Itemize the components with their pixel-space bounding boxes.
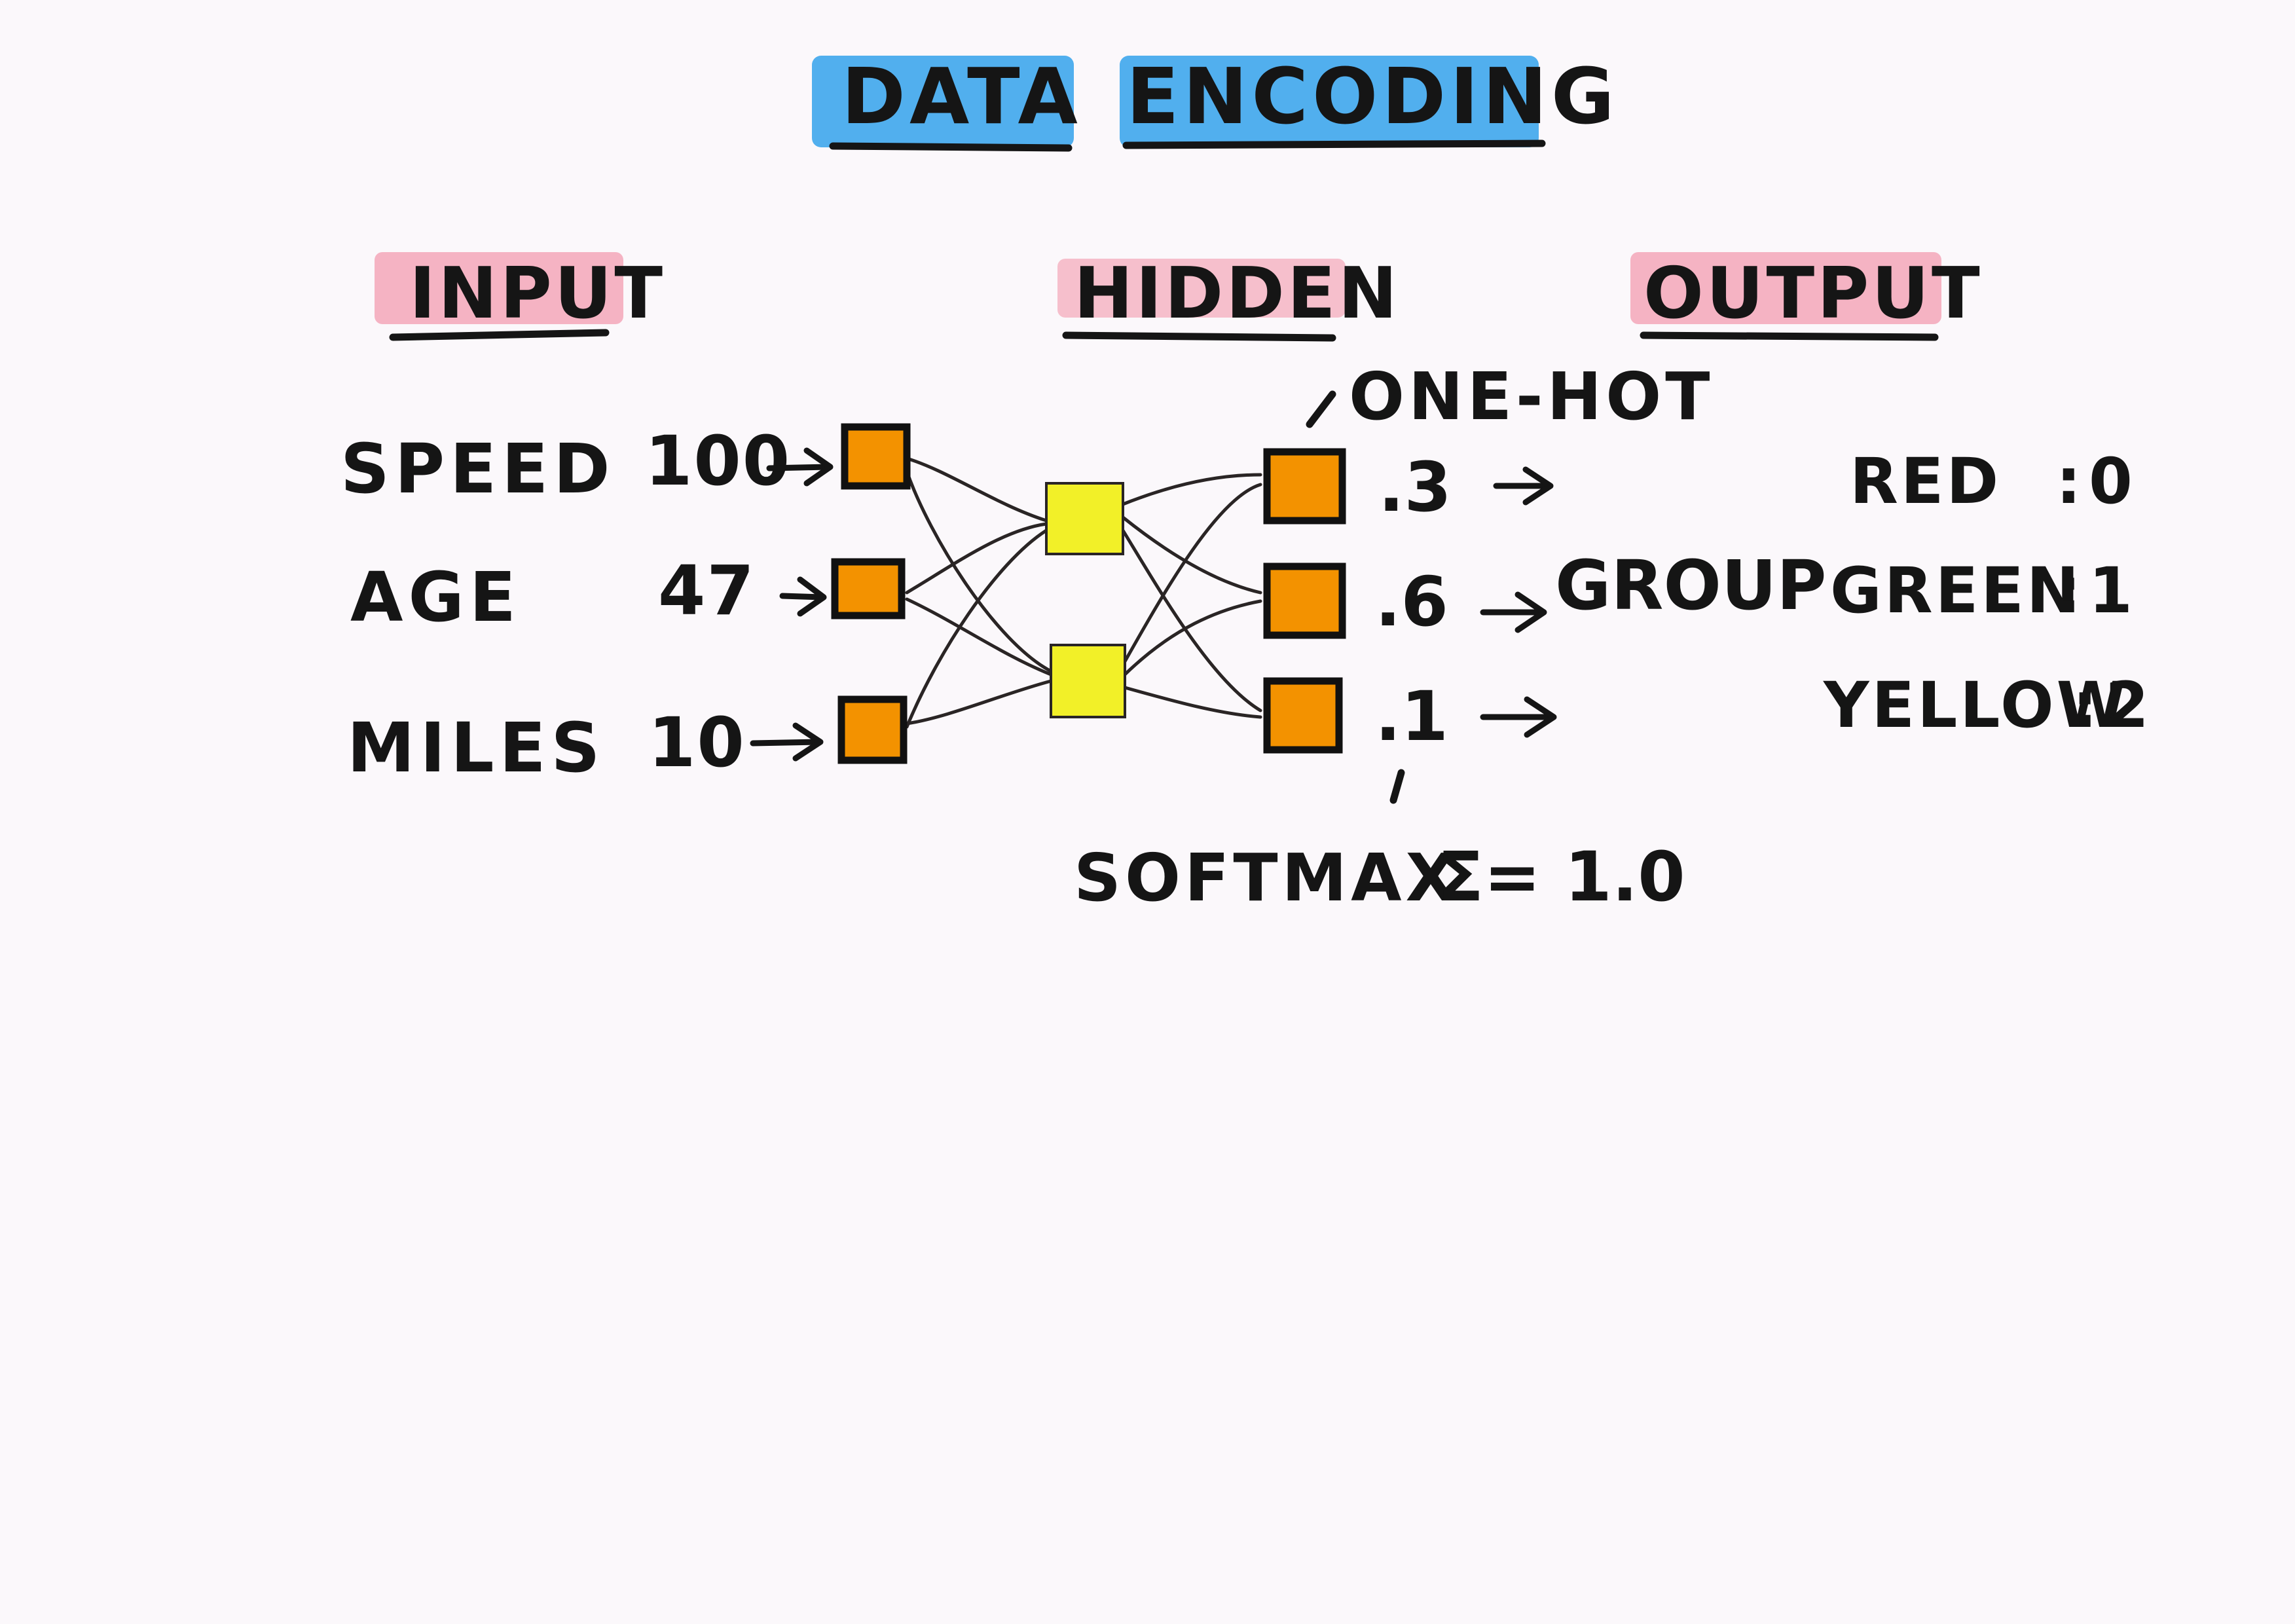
- softmax-label: SOFTMAX: [1074, 840, 1460, 916]
- output-node-2: [1263, 563, 1346, 639]
- class-code-green: 1: [2089, 554, 2135, 627]
- softmax-sum: Σ= 1.0: [1437, 837, 1685, 917]
- input-node-miles: [837, 695, 908, 764]
- output-header-underline: [1640, 331, 1939, 341]
- class-mapping: RED : 0 GREEN : 1 YELLOW : 2: [1823, 445, 2152, 742]
- title-word-data: DATA: [841, 51, 1082, 141]
- output-layer: [1263, 448, 1346, 754]
- input-rows: SPEED AGE MILES 100 47 10: [340, 421, 834, 788]
- one-hot-tick: [1306, 390, 1336, 428]
- softmax-tick: [1389, 769, 1405, 804]
- input-header: INPUT: [409, 253, 665, 335]
- input-label-speed: SPEED: [340, 429, 615, 509]
- output-values: .3 .6 .1: [1375, 447, 1557, 756]
- hidden-header-underline: [1062, 331, 1336, 342]
- class-name-red: RED: [1850, 445, 2001, 518]
- input-label-age: AGE: [350, 557, 521, 637]
- connections: [905, 456, 1262, 729]
- class-name-green: GREEN: [1830, 554, 2082, 627]
- output-node-1: [1263, 448, 1346, 525]
- hidden-layer: [1045, 482, 1126, 718]
- class-sep-yellow: :: [2072, 669, 2100, 742]
- input-node-age: [831, 558, 906, 619]
- output-value-3: .1: [1375, 676, 1448, 756]
- input-value-speed: 100: [645, 421, 791, 501]
- output-header: OUTPUT: [1643, 253, 1983, 335]
- hidden-header-highlight: [1057, 259, 1346, 318]
- input-arrow-miles: [750, 722, 824, 762]
- hidden-node-2: [1050, 644, 1126, 718]
- input-value-age: 47: [658, 551, 756, 631]
- input-header-underline: [389, 329, 610, 341]
- hidden-node-1: [1045, 482, 1124, 555]
- output-header-highlight: [1630, 252, 1941, 324]
- output-value-1: .3: [1378, 447, 1452, 527]
- title-underline-2: [1122, 139, 1546, 149]
- class-code-yellow: 2: [2105, 669, 2152, 742]
- output-arrow-1: [1493, 466, 1554, 506]
- input-arrow-speed: [766, 447, 834, 487]
- input-node-speed: [841, 423, 911, 490]
- title-word-encoding: ENCODING: [1126, 51, 1619, 141]
- output-value-2: .6: [1375, 562, 1448, 642]
- title: DATA ENCODING: [812, 51, 1619, 152]
- one-hot-label: ONE-HOT: [1349, 358, 1714, 435]
- title-underline-1: [829, 142, 1073, 152]
- hidden-header: HIDDEN: [1074, 253, 1400, 335]
- title-highlight-2: [1120, 56, 1539, 147]
- output-node-3: [1263, 677, 1343, 754]
- output-arrow-3: [1480, 696, 1557, 738]
- column-headers: INPUT HIDDEN OUTPUT: [375, 252, 1983, 342]
- annotations: ONE-HOT GROUP SOFTMAX Σ= 1.0: [1074, 358, 1827, 917]
- input-header-highlight: [375, 252, 623, 324]
- input-layer: [831, 423, 911, 764]
- class-sep-red: :: [2056, 445, 2084, 518]
- input-arrow-age: [779, 576, 827, 617]
- group-label: GROUP: [1555, 545, 1827, 625]
- class-name-yellow: YELLOW: [1823, 669, 2129, 742]
- output-arrow-2: [1480, 591, 1547, 633]
- class-code-red: 0: [2089, 445, 2135, 518]
- input-value-miles: 10: [648, 703, 746, 783]
- title-highlight-1: [812, 56, 1074, 147]
- input-label-miles: MILES: [347, 708, 605, 788]
- class-sep-green: :: [2056, 554, 2084, 627]
